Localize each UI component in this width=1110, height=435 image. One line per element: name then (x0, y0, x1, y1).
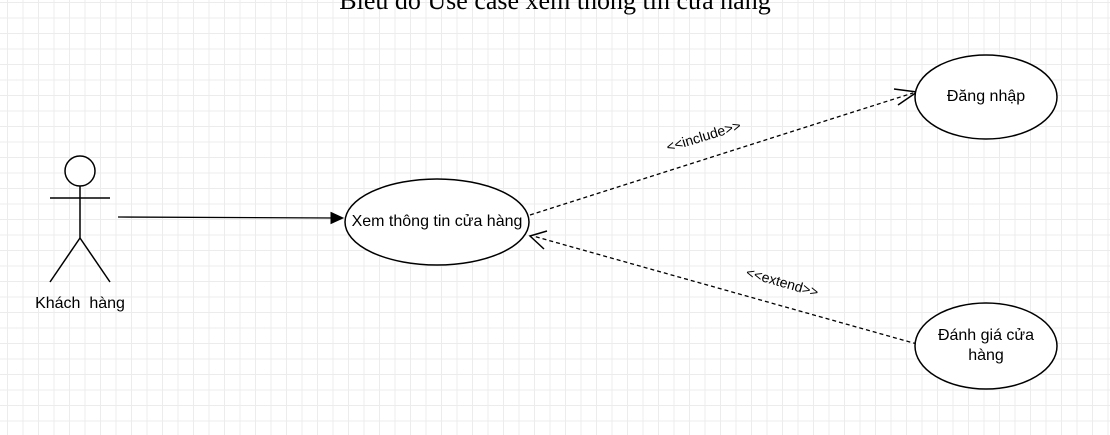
extend-edge (528, 230, 918, 345)
actor-head (64, 155, 96, 187)
actor-figure (49, 155, 111, 283)
diagram-title: Biểu đồ Use case xem thông tin cửa hàng (339, 0, 771, 15)
actor-right-leg (79, 237, 111, 283)
use-case-rate-store-shape (914, 302, 1058, 390)
use-case-login-label: Đăng nhập (946, 88, 1026, 105)
association-edge (117, 211, 345, 225)
actor-left-leg (49, 237, 81, 283)
use-case-login-shape (914, 54, 1058, 140)
include-edge (529, 88, 920, 216)
use-case-view-store-shape (344, 178, 530, 266)
actor-label: Khách hàng (35, 295, 125, 312)
use-case-view-store-label: Xem thông tin cửa hàng (351, 213, 523, 230)
use-case-rate-store-label: Đánh giá cửa hàng (937, 327, 1035, 364)
